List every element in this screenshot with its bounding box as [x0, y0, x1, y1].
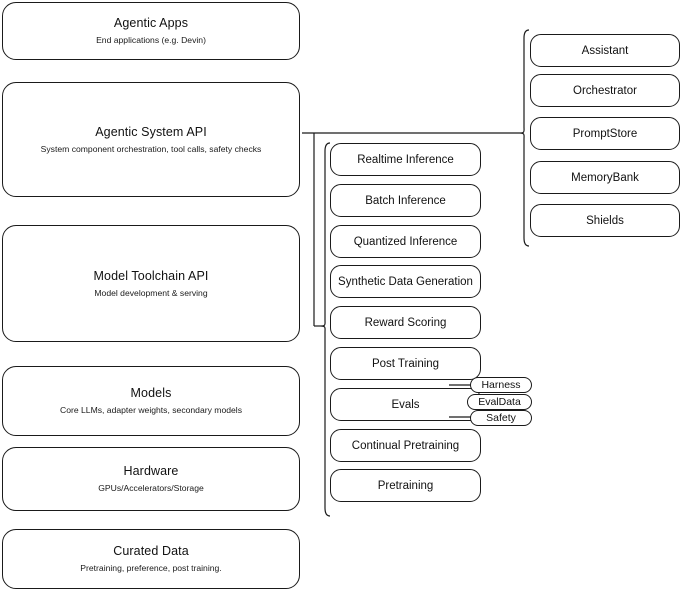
- layer-models[interactable]: Models Core LLMs, adapter weights, secon…: [2, 366, 300, 436]
- capability-quantized-inference[interactable]: Quantized Inference: [330, 225, 481, 258]
- system-component-orchestrator[interactable]: Orchestrator: [530, 74, 680, 107]
- layer-subtitle: Pretraining, preference, post training.: [80, 563, 222, 573]
- capability-label: Batch Inference: [365, 194, 446, 207]
- layer-curated-data[interactable]: Curated Data Pretraining, preference, po…: [2, 529, 300, 589]
- capability-realtime-inference[interactable]: Realtime Inference: [330, 143, 481, 176]
- layer-title: Models: [130, 386, 172, 400]
- system-component-assistant[interactable]: Assistant: [530, 34, 680, 67]
- capability-label: Pretraining: [377, 479, 434, 492]
- capability-pretraining[interactable]: Pretraining: [330, 469, 481, 502]
- capability-label: Post Training: [371, 357, 440, 370]
- layer-subtitle: Core LLMs, adapter weights, secondary mo…: [60, 405, 242, 415]
- capability-post-training[interactable]: Post Training: [330, 347, 481, 380]
- brace-toolchain-capabilities: [320, 142, 331, 517]
- capability-label: Reward Scoring: [364, 316, 447, 329]
- capability-label: Continual Pretraining: [351, 439, 460, 452]
- layer-title: Model Toolchain API: [93, 268, 209, 283]
- layer-subtitle: Model development & serving: [94, 287, 208, 298]
- layer-subtitle: GPUs/Accelerators/Storage: [98, 483, 204, 493]
- evals-badge-label: Harness: [481, 379, 521, 391]
- evals-badge-safety[interactable]: Safety: [470, 410, 532, 426]
- capability-label: Evals: [391, 398, 420, 411]
- evals-badge-harness[interactable]: Harness: [470, 377, 532, 393]
- capability-evals[interactable]: Evals: [330, 388, 481, 421]
- system-component-label: Orchestrator: [573, 84, 637, 97]
- system-component-memorybank[interactable]: MemoryBank: [530, 161, 680, 194]
- layer-agentic-apps[interactable]: Agentic Apps End applications (e.g. Devi…: [2, 2, 300, 60]
- system-component-label: Assistant: [581, 44, 629, 57]
- system-component-label: Shields: [586, 214, 624, 227]
- brace-system-components: [519, 29, 530, 247]
- capability-synthetic-data-generation[interactable]: Synthetic Data Generation: [330, 265, 481, 298]
- evals-badge-label: EvalData: [478, 396, 521, 408]
- capability-reward-scoring[interactable]: Reward Scoring: [330, 306, 481, 339]
- layer-title: Agentic Apps: [113, 16, 189, 30]
- layer-subtitle: End applications (e.g. Devin): [96, 35, 206, 45]
- system-component-promptstore[interactable]: PromptStore: [530, 117, 680, 150]
- system-component-label: PromptStore: [572, 127, 638, 140]
- layer-title: Hardware: [123, 464, 179, 478]
- layer-model-toolchain-api[interactable]: Model Toolchain API Model development & …: [2, 225, 300, 342]
- layer-title: Agentic System API: [95, 124, 207, 139]
- layer-subtitle: System component orchestration, tool cal…: [40, 143, 262, 154]
- evals-badge-label: Safety: [486, 412, 516, 424]
- layer-title: Curated Data: [113, 544, 189, 558]
- system-component-label: MemoryBank: [571, 171, 639, 184]
- evals-badge-evaldata[interactable]: EvalData: [467, 394, 532, 410]
- capability-label: Synthetic Data Generation: [338, 275, 473, 288]
- capability-label: Quantized Inference: [353, 235, 458, 248]
- capability-label: Realtime Inference: [357, 153, 454, 166]
- capability-batch-inference[interactable]: Batch Inference: [330, 184, 481, 217]
- layer-agentic-system-api[interactable]: Agentic System API System component orch…: [2, 82, 300, 197]
- system-component-shields[interactable]: Shields: [530, 204, 680, 237]
- layer-hardware[interactable]: Hardware GPUs/Accelerators/Storage: [2, 447, 300, 511]
- capability-continual-pretraining[interactable]: Continual Pretraining: [330, 429, 481, 462]
